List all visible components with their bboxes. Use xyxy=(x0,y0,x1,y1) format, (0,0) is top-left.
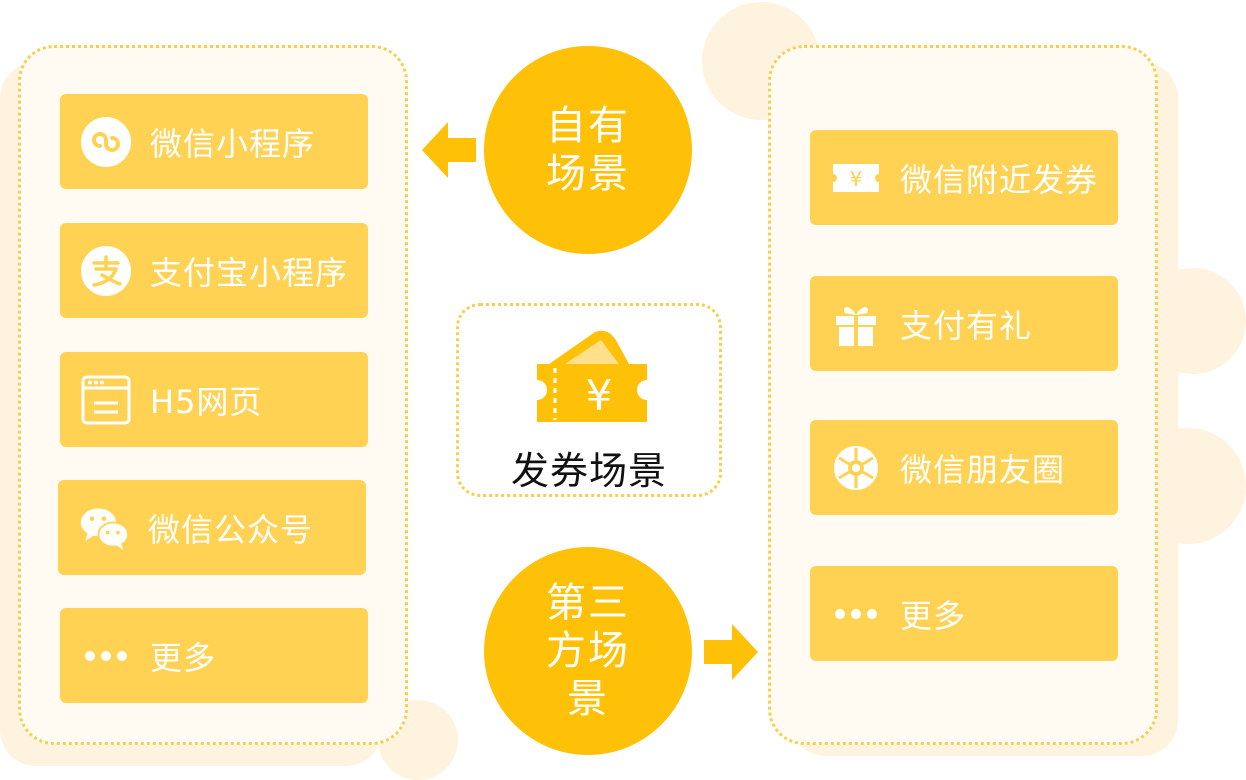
card-more-right[interactable]: 更多 xyxy=(810,566,1118,661)
card-h5-webpage[interactable]: H5网页 xyxy=(60,352,368,447)
coupon-ticket-icon: ¥ xyxy=(830,152,882,204)
coupon-scene-label: 发券场景 xyxy=(510,449,667,493)
more-dots-icon xyxy=(830,588,882,640)
card-label: 微信朋友圈 xyxy=(900,450,1066,489)
coupon-scene-box: ¥ 发券场景 xyxy=(456,303,722,497)
third-party-scene-label: 第三方场景 xyxy=(546,580,630,722)
wechat-icon xyxy=(78,502,130,554)
arrow-left-icon xyxy=(422,122,476,178)
card-label: 微信公众号 xyxy=(148,510,314,549)
card-wechat-nearby-coupon[interactable]: ¥ 微信附近发券 xyxy=(810,130,1118,225)
card-wechat-moments[interactable]: 微信朋友圈 xyxy=(810,420,1118,515)
svg-text:¥: ¥ xyxy=(850,167,863,191)
third-party-scene-circle: 第三方场景 xyxy=(484,547,692,755)
card-label: 微信小程序 xyxy=(150,124,316,163)
card-label: 支付有礼 xyxy=(900,306,1033,345)
card-label: 微信附近发券 xyxy=(900,160,1099,199)
more-dots-icon xyxy=(80,630,132,682)
own-scene-circle: 自有场景 xyxy=(484,46,692,254)
card-label: 支付宝小程序 xyxy=(150,253,349,292)
card-label: H5网页 xyxy=(150,382,263,421)
svg-text:¥: ¥ xyxy=(586,371,613,420)
card-payment-gift[interactable]: 支付有礼 xyxy=(810,276,1118,371)
coupon-icon: ¥ xyxy=(537,330,647,422)
card-more-left[interactable]: 更多 xyxy=(60,608,368,703)
card-label: 更多 xyxy=(150,638,217,677)
webpage-icon xyxy=(80,374,132,426)
card-wechat-official-account[interactable]: 微信公众号 xyxy=(58,480,366,575)
mini-program-icon xyxy=(80,116,132,168)
own-scene-label: 自有场景 xyxy=(546,103,630,197)
gift-icon xyxy=(830,298,882,350)
alipay-icon xyxy=(80,245,132,297)
arrow-right-icon xyxy=(704,624,758,680)
card-wechat-mini-program[interactable]: 微信小程序 xyxy=(60,94,368,189)
card-label: 更多 xyxy=(900,596,967,635)
card-alipay-mini-program[interactable]: 支付宝小程序 xyxy=(60,223,368,318)
moments-icon xyxy=(830,442,882,494)
